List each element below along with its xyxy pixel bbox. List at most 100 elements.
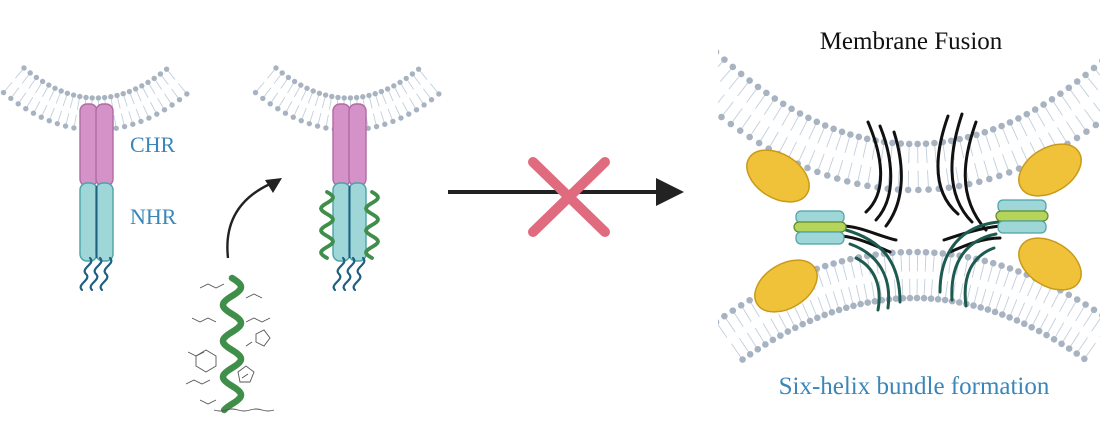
lipid-head [981, 128, 989, 136]
lipid-tail [808, 124, 816, 140]
lipid-head [421, 102, 427, 108]
lipid-head [1057, 90, 1064, 98]
six-helix-label: Six-helix bundle formation [779, 373, 1050, 400]
lipid-head [139, 83, 145, 89]
lipid-head [1102, 115, 1109, 122]
lipid-tail [945, 168, 949, 185]
lipid-head [1031, 106, 1039, 113]
lipid-head [830, 125, 837, 133]
lipid-tail [1075, 307, 1085, 322]
lipid-tail [848, 286, 854, 303]
lipid-head [998, 262, 1005, 270]
lipid-head [353, 94, 360, 101]
lipid-tail [687, 72, 698, 84]
lipid-tail [164, 93, 171, 103]
lipid-tail [832, 291, 839, 307]
lipid-tail [966, 284, 972, 301]
lipid-tail [731, 343, 742, 358]
lipid-tail [407, 80, 415, 90]
lipid-head [132, 86, 139, 92]
lipid-head [847, 131, 854, 138]
lipid-head [976, 178, 983, 186]
lipid-head [176, 96, 183, 103]
lipid-tail [394, 88, 401, 98]
lipid-tail [1066, 121, 1076, 136]
lipid-tail [287, 83, 294, 94]
lipid-head [746, 77, 753, 84]
lipid-head [779, 100, 787, 108]
lipid-tail [826, 131, 833, 148]
lipid-head [1006, 314, 1013, 321]
lipid-tail [380, 111, 385, 122]
lipid-head [955, 299, 963, 306]
lipid-tail [1087, 77, 1099, 91]
helical-peptide-inhibitor-icon [185, 274, 275, 414]
lipid-head [799, 320, 806, 328]
lipid-head [872, 251, 879, 258]
lipid-tail [123, 96, 128, 107]
lipid-head [927, 295, 935, 302]
lipid-tail [834, 266, 840, 283]
lipid-tail [419, 70, 428, 80]
lipid-head [77, 93, 83, 100]
lipid-tail [309, 110, 314, 122]
fusion-peptide-tail [89, 256, 103, 292]
lipid-tail [57, 110, 62, 122]
lipid-tail [992, 157, 999, 173]
lipid-tail [862, 141, 867, 158]
lipid-head [906, 294, 914, 302]
bundle-bar [795, 210, 845, 224]
lipid-head [273, 65, 279, 71]
lipid-tail [858, 260, 863, 277]
lipid-tail [798, 145, 807, 161]
lipid-head [95, 95, 102, 101]
bundle-bar [793, 221, 847, 233]
lipid-tail [142, 88, 149, 98]
lipid-head [366, 92, 372, 99]
lipid-tail [381, 93, 387, 105]
lipid-tail [49, 108, 55, 119]
lipid-head [821, 311, 828, 319]
chr-domain [348, 103, 367, 187]
lipid-tail [325, 114, 329, 126]
lipid-head [71, 125, 77, 131]
lipid-head [843, 178, 851, 185]
lipid-tail [719, 69, 732, 82]
lipid-head [409, 71, 416, 77]
lipid-head [973, 131, 980, 139]
lipid-head [947, 137, 955, 145]
lipid-head [291, 78, 298, 85]
lipid-tail [1078, 83, 1090, 98]
lipid-head [38, 114, 44, 120]
lipid-tail [369, 97, 373, 109]
lipid-tail [1002, 128, 1010, 145]
lipid-head [721, 56, 728, 63]
lipid-head [1065, 84, 1073, 92]
lipid-tail [794, 306, 802, 322]
fusion-peptide-tail [332, 256, 346, 292]
lipid-tail [1019, 121, 1028, 136]
lipid-tail [786, 310, 795, 326]
lipid-tail [42, 104, 48, 115]
lipid-head [382, 121, 388, 127]
lipid-head [842, 304, 850, 312]
lipid-head [914, 140, 921, 148]
lipid-head [977, 304, 984, 311]
gp120-subunit-icon [746, 149, 810, 203]
lipid-tail [742, 307, 752, 322]
lipid-tail [394, 105, 401, 116]
lipid-head [306, 120, 313, 127]
helix-strand [363, 190, 381, 260]
lipid-head [436, 91, 442, 97]
lipid-tail [4, 81, 13, 91]
lipid-head [814, 168, 821, 176]
lipid-tail [923, 278, 926, 295]
lipid-tail [789, 141, 797, 157]
nhr-domain [348, 182, 367, 262]
lipid-head [121, 123, 128, 130]
lipid-tail [718, 324, 728, 339]
lipid-tail [1075, 115, 1085, 130]
nhr-domain [79, 182, 98, 262]
gp120-subunit-icon [754, 259, 818, 313]
